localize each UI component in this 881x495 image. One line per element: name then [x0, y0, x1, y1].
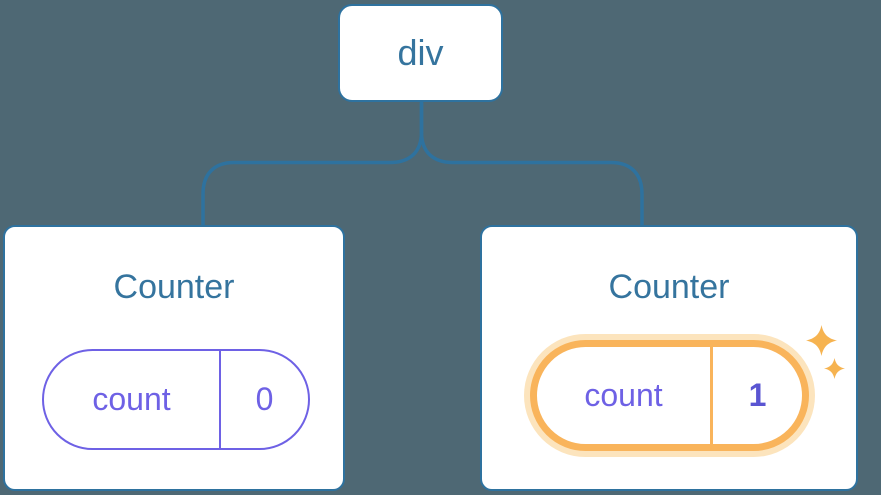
state-pill-highlighted: count 1 — [530, 340, 809, 451]
sparkle-icon — [806, 325, 837, 356]
state-value: 1 — [710, 347, 802, 444]
state-pill: count 0 — [42, 349, 310, 450]
counter-node-right: Counter count 1 — [480, 225, 858, 491]
counter-node-title: Counter — [113, 268, 235, 306]
state-key: count — [92, 381, 171, 417]
state-key: count — [584, 377, 663, 413]
counter-node-left: Counter count 0 — [3, 225, 345, 491]
connector-right-branch — [419, 101, 644, 228]
state-value: 0 — [219, 351, 308, 448]
root-node-div: div — [338, 4, 503, 102]
connector-left-branch — [201, 101, 424, 228]
counter-node-title: Counter — [608, 268, 730, 306]
root-node-label: div — [397, 32, 444, 73]
sparkle-icon — [824, 358, 845, 379]
